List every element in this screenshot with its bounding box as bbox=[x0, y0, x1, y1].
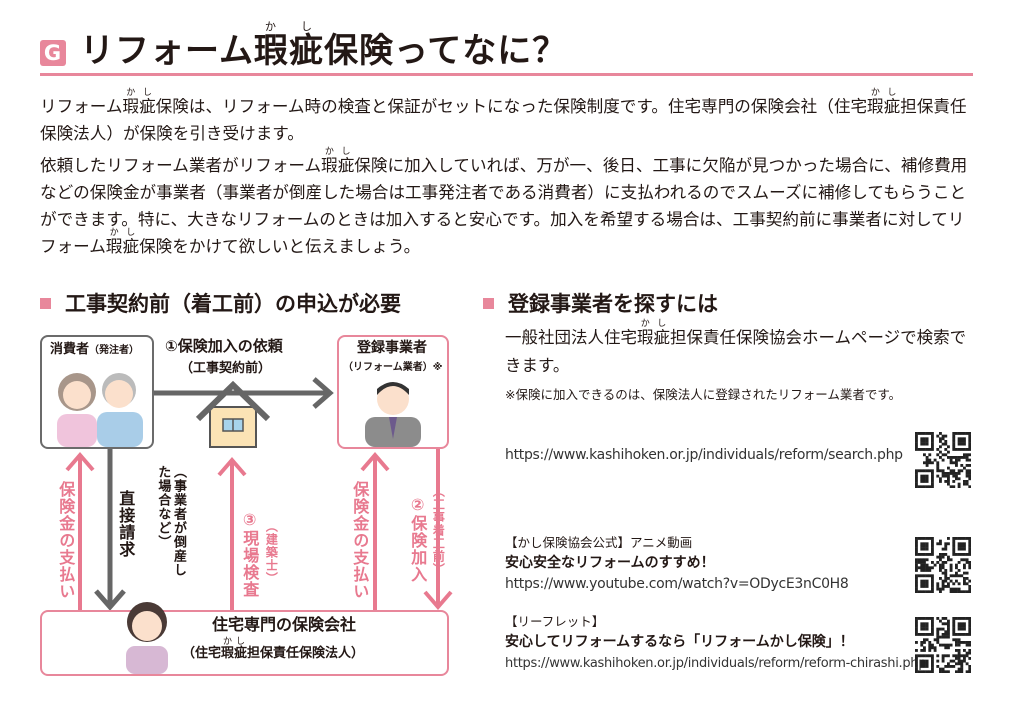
qr-code-leaflet-icon[interactable] bbox=[915, 617, 971, 673]
contractor-box: 登録事業者 （リフォーム業者）※ bbox=[337, 335, 449, 449]
qr-code-video-icon[interactable] bbox=[915, 537, 971, 593]
qr-code-search-icon[interactable] bbox=[915, 432, 971, 488]
direct-claim-label: 直接請求 bbox=[116, 490, 136, 558]
title-kanji: 瑕疵かし bbox=[253, 20, 324, 71]
intro-text: リフォーム瑕疵かし保険は、リフォーム時の検査と保証がセットになった保険制度です。… bbox=[40, 88, 976, 260]
insurer-box: 住宅専門の保険会社 （住宅瑕疵かし担保責任保険法人） bbox=[40, 602, 449, 676]
couple-illustration-icon bbox=[57, 373, 143, 447]
leaflet-label: 【リーフレット】 bbox=[505, 614, 605, 629]
search-url-link[interactable]: https://www.kashihoken.or.jp/individuals… bbox=[505, 447, 903, 463]
step2-note: （工事着工前） bbox=[431, 485, 446, 576]
leaflet-url-link[interactable]: https://www.kashihoken.or.jp/individuals… bbox=[505, 656, 927, 671]
direct-claim-note: （事業者が倒産した場合など） bbox=[155, 465, 186, 577]
consumer-box: 消費者（発注者） bbox=[40, 335, 154, 449]
video-title: 安心安全なリフォームのすすめ！ bbox=[505, 555, 715, 571]
section-badge: G bbox=[40, 40, 66, 66]
section-heading-apply: 工事契約前（着工前）の申込が必要 bbox=[40, 288, 401, 318]
title-divider bbox=[40, 73, 973, 76]
bullet-square-icon bbox=[483, 297, 494, 309]
payout-right-label: 保険金の支払い bbox=[350, 481, 370, 600]
page-title: G リフォーム 瑕疵かし 保険ってなに？ bbox=[40, 20, 567, 72]
title-text: リフォーム bbox=[80, 31, 254, 71]
intro-paragraph-2: 依頼したリフォーム業者がリフォーム瑕疵かし保険に加入していれば、万が一、後日、工… bbox=[40, 147, 968, 256]
intro-paragraph-1: リフォーム瑕疵かし保険は、リフォーム時の検査と保証がセットになった保険制度です。… bbox=[40, 88, 967, 143]
leaflet-title: 安心してリフォームするなら「リフォームかし保険」！ bbox=[505, 634, 854, 650]
step1-label: ①保険加入の依頼 bbox=[165, 337, 283, 355]
find-contractor-text: 一般社団法人住宅瑕疵かし担保責任保険協会ホームページで検索できます。 bbox=[505, 319, 967, 375]
insurer-illustration-icon bbox=[126, 602, 168, 674]
contractor-illustration-icon bbox=[365, 382, 421, 447]
step1-sublabel: （工事契約前） bbox=[180, 361, 272, 376]
payout-left-label: 保険金の支払い bbox=[56, 481, 76, 600]
step3-label: ③現場検査 bbox=[240, 510, 260, 598]
bullet-square-icon bbox=[40, 297, 51, 309]
title-text: 保険ってなに？ bbox=[323, 31, 568, 71]
video-label: 【かし保険協会公式】アニメ動画 bbox=[505, 535, 693, 550]
step3-note: （建築士） bbox=[264, 520, 279, 585]
flow-arrows bbox=[65, 377, 453, 615]
step2-label: ②保険加入 bbox=[408, 495, 428, 583]
insurance-flow-diagram: 消費者（発注者） ①保険加入の依頼 （工事契約前） 登録事業者 （リフォーム業者… bbox=[30, 325, 460, 680]
house-icon bbox=[195, 380, 271, 448]
registration-note: ※保険に加入できるのは、保険法人に登録されたリフォーム業者です。 bbox=[505, 387, 902, 402]
section-heading-find-contractor: 登録事業者を探すには bbox=[483, 288, 718, 318]
video-url-link[interactable]: https://www.youtube.com/watch?v=ODycE3nC… bbox=[505, 576, 849, 592]
